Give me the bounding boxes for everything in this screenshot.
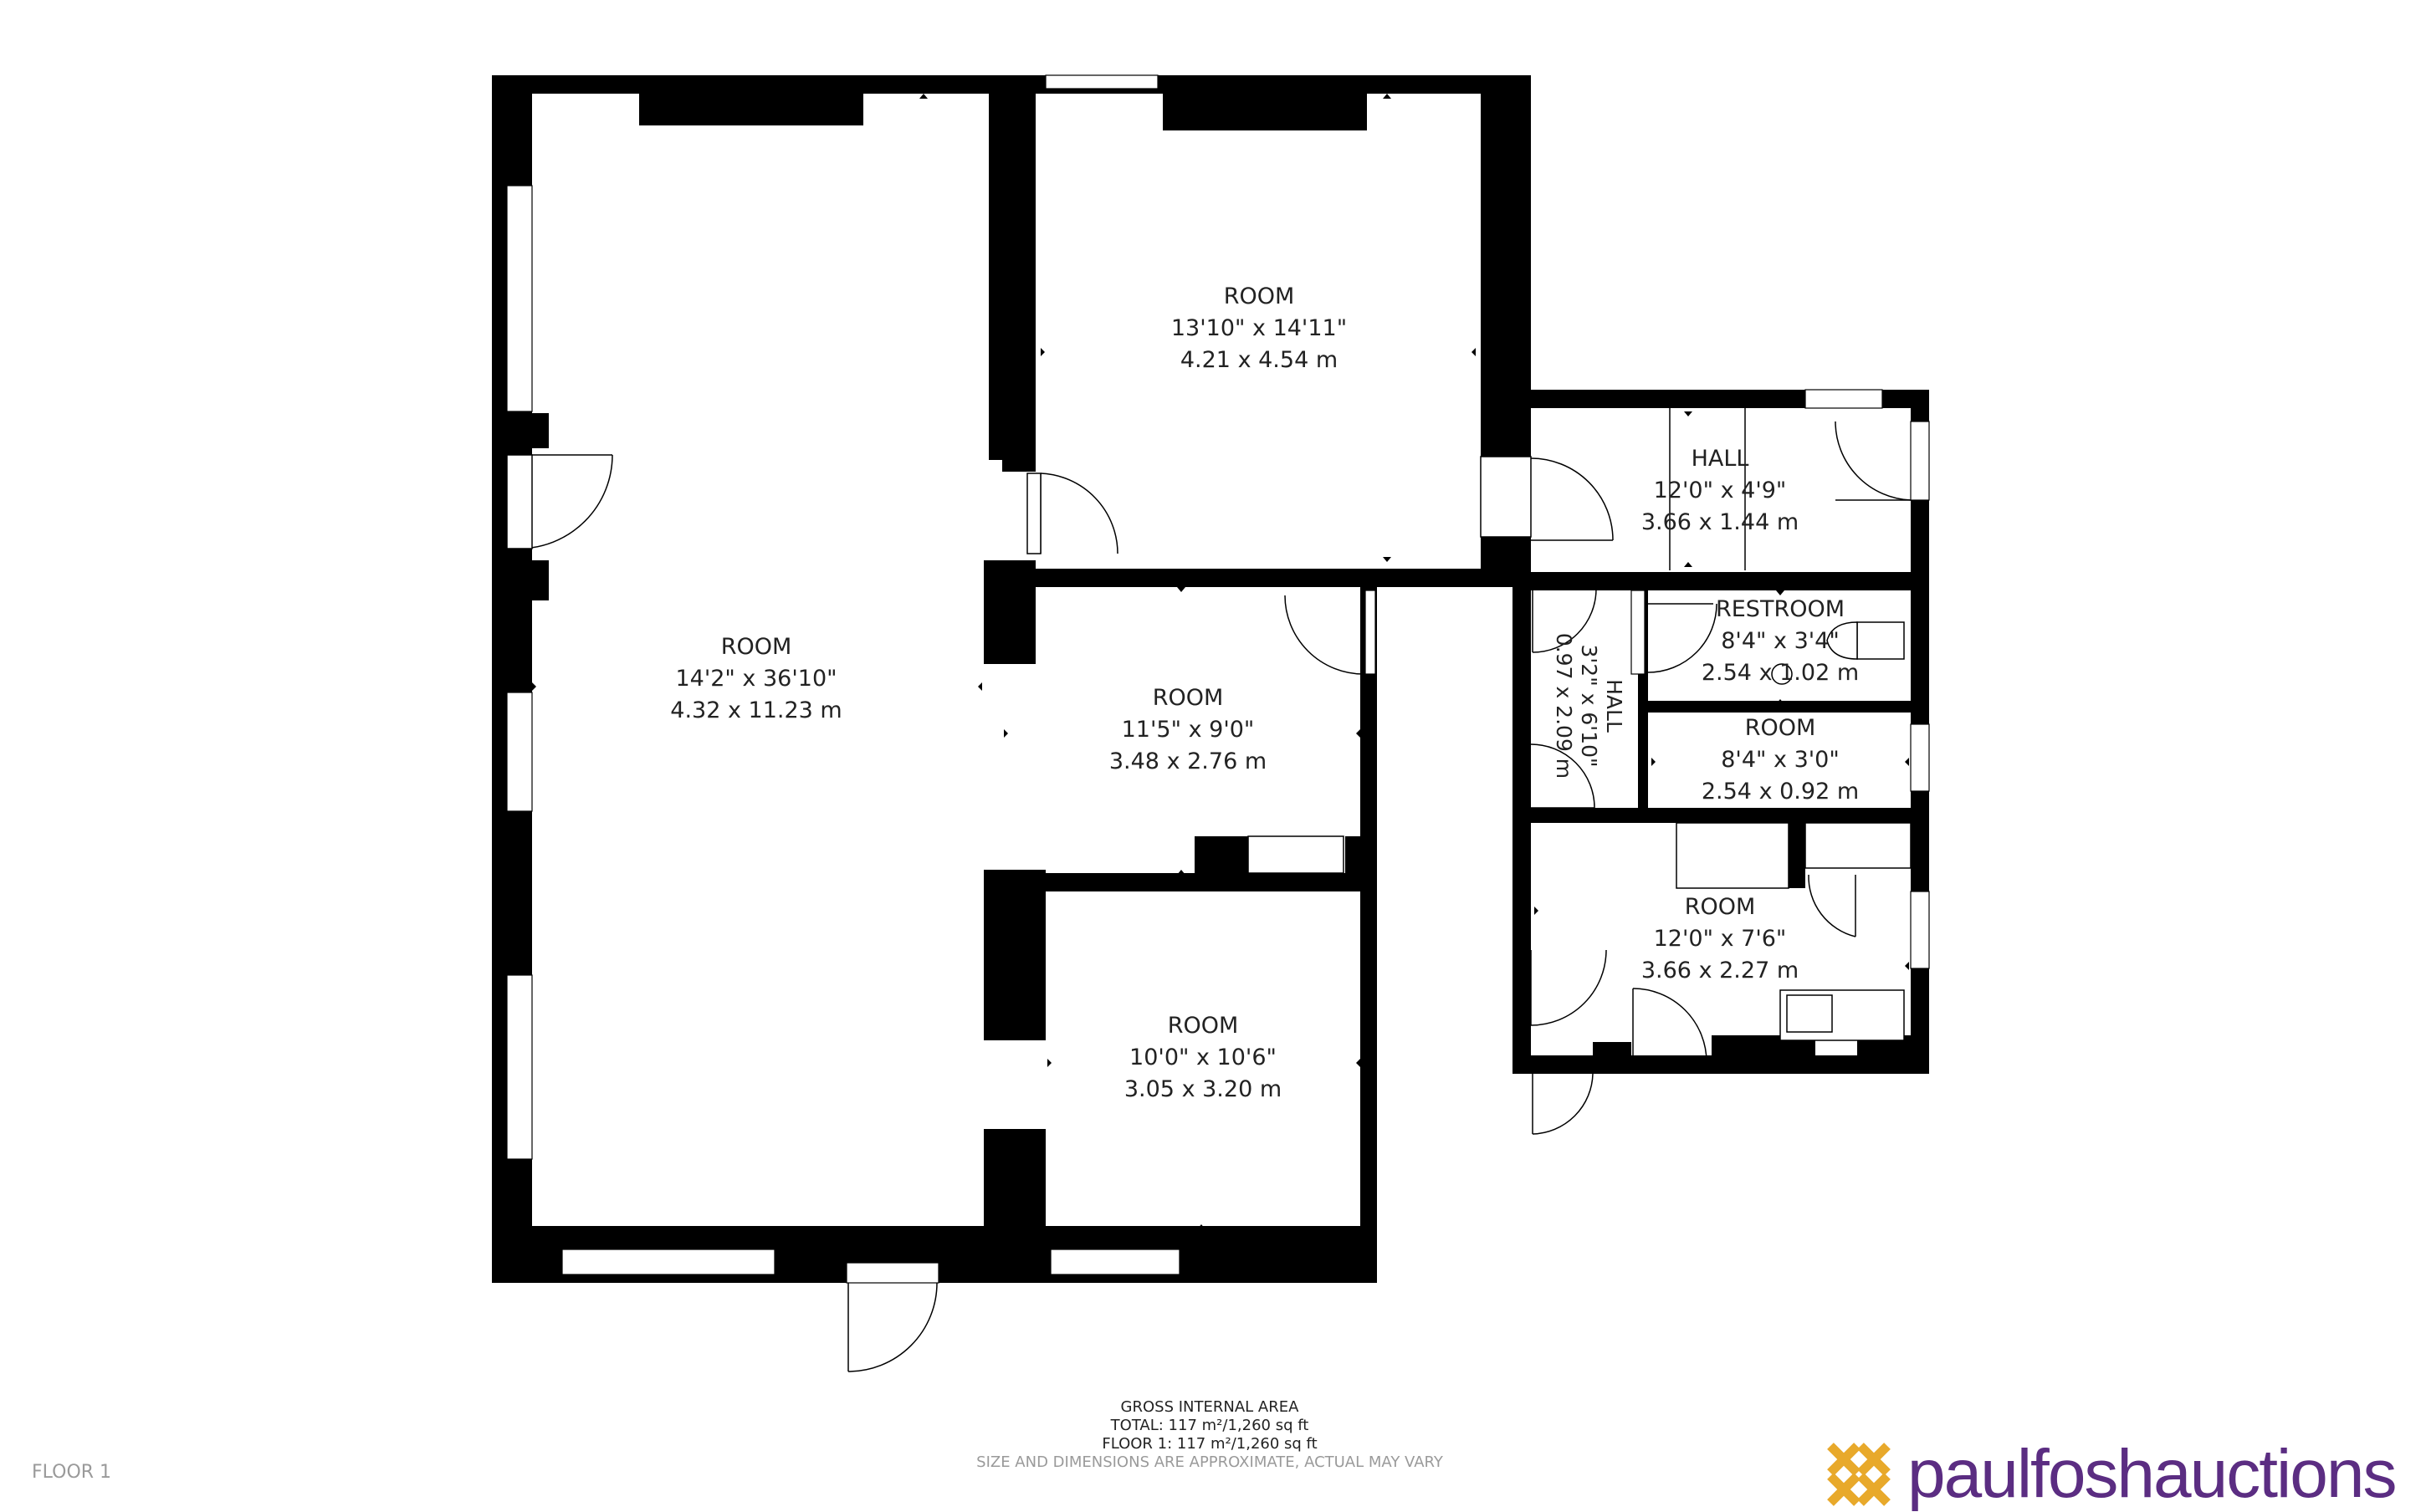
room-imperial: 13'10" x 14'11" — [1170, 315, 1348, 341]
room-imperial: 12'0" x 7'6" — [1653, 926, 1787, 952]
room-imperial: 3'2" x 6'10" — [1577, 644, 1601, 768]
room-imperial: 12'0" x 4'9" — [1653, 478, 1787, 503]
room-name: HALL — [1602, 679, 1626, 733]
fixtures — [1247, 408, 1912, 1041]
room-imperial: 8'4" x 3'0" — [1721, 747, 1840, 773]
room-name: ROOM — [1684, 894, 1756, 920]
room-name: ROOM — [1744, 715, 1816, 741]
sink-bowl — [1786, 994, 1833, 1033]
room-label: ROOM 8'4" x 3'0" 2.54 x 0.92 m — [1702, 713, 1859, 808]
kitchen-unit — [1247, 835, 1344, 874]
room-label: ROOM 13'10" x 14'11" 4.21 x 4.54 m — [1171, 281, 1347, 376]
room-name: ROOM — [1152, 685, 1224, 711]
floor-name: FLOOR 1 — [32, 1462, 112, 1483]
brand-part-2: auctions — [2153, 1436, 2397, 1512]
room-metric: 2.54 x 0.92 m — [1701, 779, 1860, 805]
room-metric: 3.66 x 1.44 m — [1640, 509, 1799, 535]
brand-part-1: paulfosh — [1907, 1436, 2155, 1512]
interior-walls — [532, 94, 1531, 1283]
room-imperial: 11'5" x 9'0" — [1121, 717, 1255, 743]
room-name: ROOM — [720, 634, 792, 660]
area-summary: GROSS INTERNAL AREA TOTAL: 117 m²/1,260 … — [976, 1398, 1443, 1472]
brand-mark-icon — [1827, 1443, 1891, 1506]
gia-title: GROSS INTERNAL AREA — [1120, 1398, 1299, 1416]
room-imperial: 8'4" x 3'4" — [1721, 628, 1840, 654]
dimension-ticks — [532, 94, 1909, 1231]
cupboard — [1676, 822, 1789, 889]
doors — [506, 421, 1912, 1372]
floor-area: FLOOR 1: 117 m²/1,260 sq ft — [1102, 1435, 1318, 1453]
room-metric: 2.54 x 1.02 m — [1701, 660, 1860, 686]
basin-icon — [1771, 663, 1793, 685]
room-metric: 4.21 x 4.54 m — [1180, 347, 1338, 373]
room-label: ROOM 10'0" x 10'6" 3.05 x 3.20 m — [1124, 1010, 1282, 1106]
room-label: ROOM 11'5" x 9'0" 3.48 x 2.76 m — [1109, 682, 1267, 778]
room-label: RESTROOM 8'4" x 3'4" 2.54 x 1.02 m — [1702, 594, 1859, 689]
room-name: RESTROOM — [1715, 596, 1845, 622]
brand-name: paulfoshauctions — [1907, 1440, 2397, 1509]
room-label-hall-vertical: HALL 3'2" x 6'10" 0.97 x 2.09 m — [1546, 605, 1626, 806]
room-metric: 3.05 x 3.20 m — [1123, 1076, 1282, 1102]
cupboard-2 — [1804, 822, 1912, 869]
disclaimer: SIZE AND DIMENSIONS ARE APPROXIMATE, ACT… — [976, 1453, 1443, 1471]
room-metric: 3.48 x 2.76 m — [1108, 748, 1267, 774]
room-imperial: 14'2" x 36'10" — [675, 666, 837, 692]
windows — [506, 74, 1930, 1284]
room-label: ROOM 14'2" x 36'10" 4.32 x 11.23 m — [670, 631, 842, 727]
room-metric: 0.97 x 2.09 m — [1552, 632, 1576, 779]
room-name: HALL — [1691, 446, 1749, 472]
toilet-cistern — [1856, 621, 1905, 660]
room-metric: 3.66 x 2.27 m — [1640, 958, 1799, 983]
room-metric: 4.32 x 11.23 m — [670, 697, 842, 723]
room-name: ROOM — [1223, 284, 1295, 309]
total-area: TOTAL: 117 m²/1,260 sq ft — [1110, 1417, 1309, 1434]
room-label: ROOM 12'0" x 7'6" 3.66 x 2.27 m — [1641, 891, 1799, 987]
brand-logo: paulfoshauctions — [1824, 1437, 2397, 1512]
room-name: ROOM — [1167, 1013, 1239, 1039]
toilet-bowl — [1826, 621, 1858, 660]
room-label: HALL 12'0" x 4'9" 3.66 x 1.44 m — [1641, 443, 1799, 539]
room-imperial: 10'0" x 10'6" — [1129, 1045, 1277, 1070]
